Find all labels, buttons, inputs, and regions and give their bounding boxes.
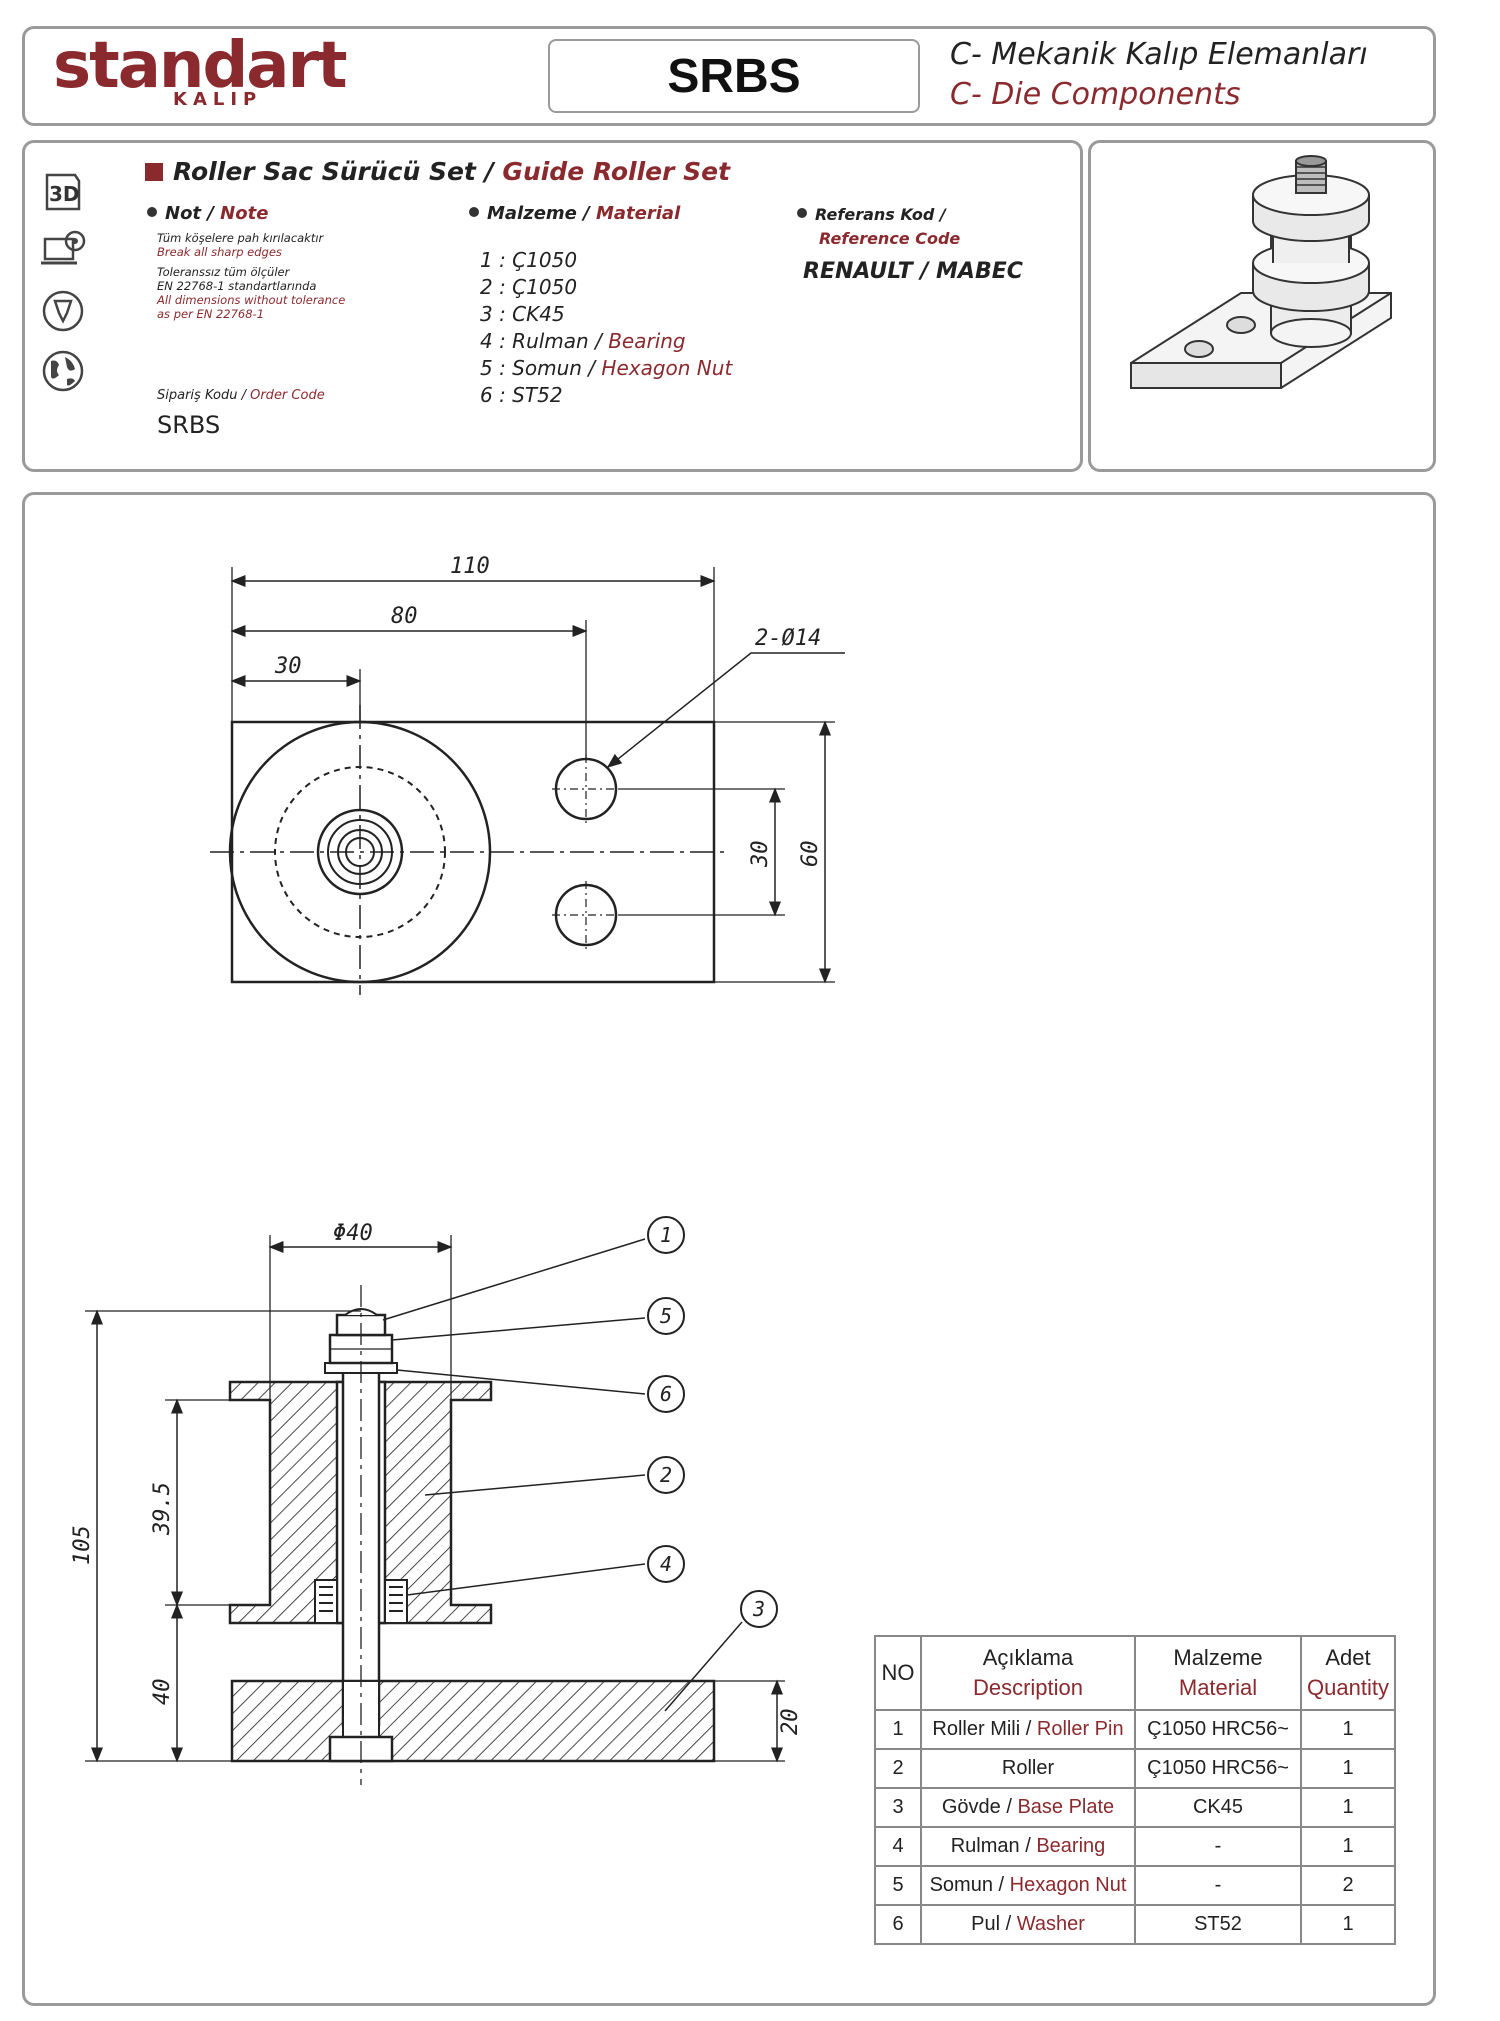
info-panel: 3D Roller Sac Sürücü Set / Guide Roller … xyxy=(22,140,1083,472)
reference-code-value: RENAULT / MABEC xyxy=(803,259,1023,284)
dim-40-label: 40 xyxy=(150,1679,175,1706)
balloon-label: 2 xyxy=(660,1463,672,1487)
material-item: 1 : Ç1050 xyxy=(480,248,578,272)
balloon-label: 3 xyxy=(752,1597,765,1621)
product-code: SRBS xyxy=(548,39,920,113)
table-row: 1 Roller Mili / Roller Pin Ç1050 HRC56~ … xyxy=(874,1709,1396,1750)
material-list: 1 : Ç1050 2 : Ç1050 3 : CK45 4 : Rulman … xyxy=(480,247,732,409)
laptop-icon[interactable] xyxy=(39,227,87,275)
reference-heading: Referans Kod / Reference Code xyxy=(797,203,960,251)
material-heading: Malzeme / Material xyxy=(469,203,680,224)
balloon-label: 6 xyxy=(660,1382,672,1406)
guide-roller-3d-illustration xyxy=(1130,155,1392,389)
product-preview-image xyxy=(1088,140,1436,472)
cnc-icon[interactable] xyxy=(39,287,87,335)
dim-80-label: 80 xyxy=(391,604,418,629)
product-title: Roller Sac Sürücü Set / Guide Roller Set xyxy=(145,157,730,186)
material-item: 3 : CK45 xyxy=(480,302,565,326)
dim-20-label: 20 xyxy=(778,1709,803,1736)
table-row: 3 Gövde / Base Plate CK45 1 xyxy=(874,1787,1396,1828)
material-item: 2 : Ç1050 xyxy=(480,275,578,299)
balloon-label: 1 xyxy=(660,1223,672,1247)
col-no-header: NO xyxy=(874,1635,922,1711)
dim-diameter-40-label: Φ40 xyxy=(333,1221,373,1246)
table-row: 6 Pul / Washer ST52 1 xyxy=(874,1904,1396,1945)
header-bar: standart KALIP SRBS C- Mekanik Kalıp Ele… xyxy=(22,26,1436,126)
table-row: 5 Somun / Hexagon Nut - 2 xyxy=(874,1865,1396,1906)
category-en: C- Die Components xyxy=(950,77,1241,112)
section-view xyxy=(85,1216,785,1785)
dim-30-vertical-label: 30 xyxy=(748,841,773,869)
table-row: 4 Rulman / Bearing - 1 xyxy=(874,1826,1396,1867)
technical-drawing-panel: 110 80 30 2-Ø14 30 60 xyxy=(22,492,1436,2006)
note-text: Tüm köşelere pah kırılacaktır Break all … xyxy=(157,231,346,321)
dim-39-5-label: 39.5 xyxy=(150,1482,175,1536)
material-item: 6 : ST52 xyxy=(480,383,563,407)
order-code-label: Sipariş Kodu / Order Code xyxy=(157,388,325,403)
material-item: 4 : Rulman / Bearing xyxy=(480,329,686,353)
company-logo[interactable]: standart KALIP xyxy=(53,29,383,117)
svg-text:3D: 3D xyxy=(49,182,80,206)
dim-60-label: 60 xyxy=(798,841,823,868)
material-item: 5 : Somun / Hexagon Nut xyxy=(480,356,733,380)
order-code-value: SRBS xyxy=(157,411,221,439)
balloon-label: 4 xyxy=(660,1552,672,1576)
dim-110-label: 110 xyxy=(450,554,490,579)
dim-105-label: 105 xyxy=(70,1525,95,1565)
logo-wordmark: standart xyxy=(53,29,348,103)
globe-icon[interactable] xyxy=(39,347,87,395)
technical-drawing: 110 80 30 2-Ø14 30 60 xyxy=(70,554,845,1785)
top-view xyxy=(210,567,845,995)
category-tr: C- Mekanik Kalıp Elemanları xyxy=(950,37,1368,72)
holes-label: 2-Ø14 xyxy=(755,626,821,651)
balloon-label: 5 xyxy=(660,1304,672,1328)
dim-30-label: 30 xyxy=(274,654,302,679)
note-heading: Not / Note xyxy=(147,203,268,224)
logo-subtitle: KALIP xyxy=(173,89,263,110)
3d-icon[interactable]: 3D xyxy=(39,167,87,215)
title-square-icon xyxy=(145,163,163,181)
table-row: 2 Roller Ç1050 HRC56~ 1 xyxy=(874,1748,1396,1789)
